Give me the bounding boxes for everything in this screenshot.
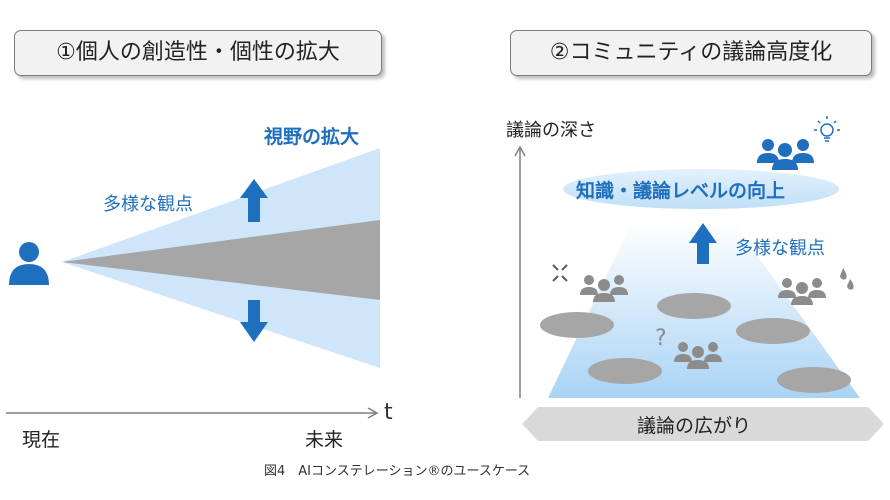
focus-wedge: [62, 220, 380, 300]
time-axis: [6, 407, 379, 419]
breadth-arrow: [522, 407, 884, 441]
depth-axis: [514, 145, 526, 398]
breadth-label: 議論の広がり: [637, 415, 752, 437]
group-icon: [580, 275, 628, 302]
question-icon: ?: [655, 326, 667, 351]
knowledge-level-ellipse: [563, 169, 839, 209]
figure-caption: 図4 AIコンステレーション®のユースケース: [264, 464, 531, 479]
knowledge-level-label: 知識・議論レベルの向上: [576, 180, 786, 202]
sweat-icon: [840, 268, 854, 290]
depth-axis-label: 議論の深さ: [506, 120, 596, 141]
lightbulb-icon: [814, 116, 840, 142]
discussion-ellipse: [657, 293, 731, 319]
person-icon: [9, 242, 49, 285]
future-label: 未来: [305, 429, 344, 451]
discussion-ellipse: [540, 312, 614, 338]
anger-icon: [552, 264, 568, 282]
group-icon: [757, 139, 814, 170]
arrow-down-icon: [240, 300, 268, 342]
diverse-viewpoints-label-right: 多様な観点: [735, 238, 825, 259]
discussion-ellipse: [736, 318, 810, 344]
time-axis-label: t: [384, 400, 393, 425]
arrow-up-icon: [240, 179, 268, 222]
diverse-viewpoints-label-left: 多様な観点: [103, 194, 193, 215]
right-panel-title: ②コミュニティの議論高度化: [510, 30, 872, 76]
group-icon: [778, 278, 826, 305]
left-panel-title: ①個人の創造性・個性の拡大: [14, 30, 382, 76]
discussion-ellipse: [588, 358, 662, 384]
arrow-up-icon: [689, 223, 717, 264]
discussion-ellipse: [777, 367, 851, 393]
group-icon: [674, 342, 722, 369]
now-label: 現在: [22, 429, 61, 451]
field-of-view-label: 視野の拡大: [264, 126, 360, 148]
